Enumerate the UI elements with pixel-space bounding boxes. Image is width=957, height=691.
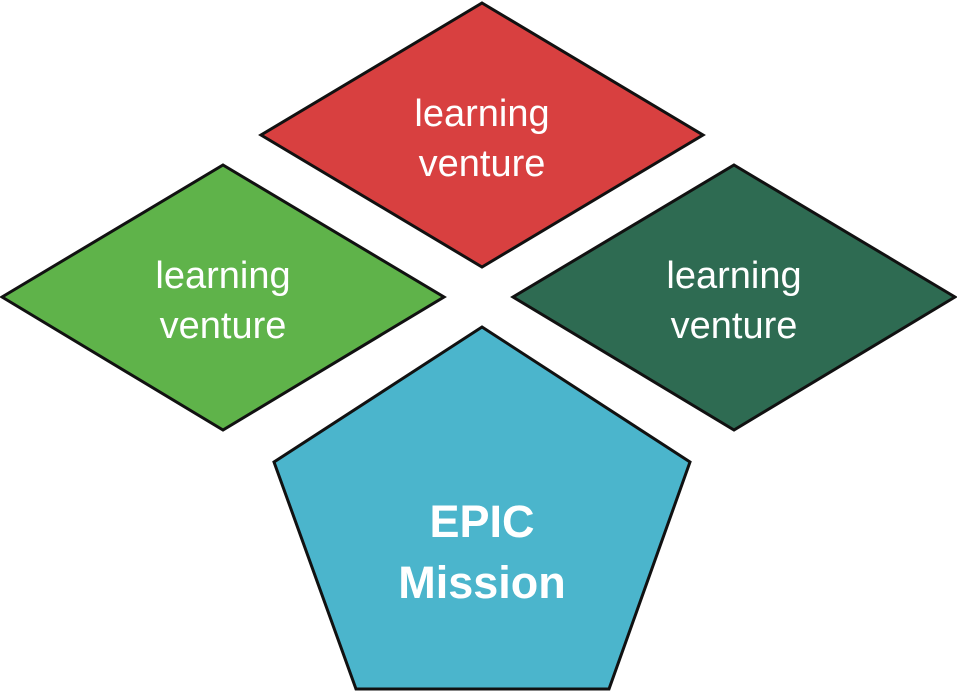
venture-top-label-line1: learning — [414, 93, 549, 135]
venture-top-diamond — [258, 1, 706, 269]
epic-mission: EPIC Mission — [272, 325, 692, 691]
learning-venture-right: learning venture — [510, 163, 957, 432]
mission-label-line1: EPIC — [429, 496, 534, 547]
venture-right-label-line1: learning — [666, 255, 801, 297]
venture-left-label-line1: learning — [155, 255, 290, 297]
venture-right-diamond — [510, 163, 957, 432]
mission-pentagon — [272, 325, 692, 691]
learning-venture-top: learning venture — [258, 1, 706, 269]
venture-top-label-line2: venture — [419, 143, 546, 185]
mission-label-line2: Mission — [398, 557, 566, 608]
venture-left-label-line2: venture — [160, 305, 287, 347]
venture-right-label-line2: venture — [671, 305, 798, 347]
learning-venture-left: learning venture — [0, 163, 447, 432]
venture-left-diamond — [0, 163, 447, 432]
